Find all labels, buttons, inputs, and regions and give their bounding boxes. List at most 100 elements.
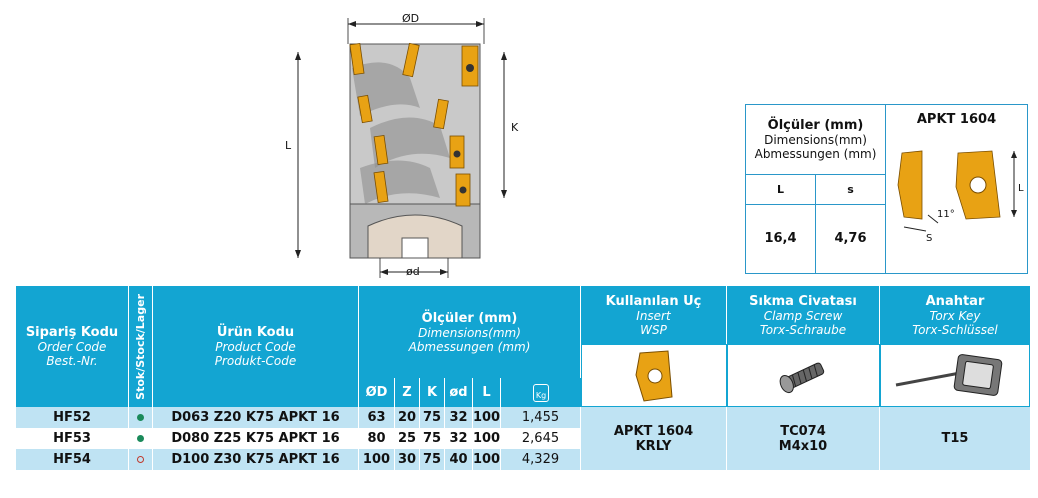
table-cell-product: D100 Z30 K75 APKT 16	[153, 449, 359, 470]
od-label: ØD	[402, 12, 420, 25]
table-cell-order: HF53	[16, 428, 129, 449]
dims-val-s: 4,76	[816, 205, 886, 273]
table-cell-L: 100	[473, 449, 501, 470]
table-cell-L: 100	[473, 407, 501, 428]
dimensions-table: Ölçüler (mm) Dimensions(mm) Abmessungen …	[745, 104, 1028, 274]
screw-value-1: TC074	[780, 423, 826, 439]
col-l: L	[473, 378, 501, 407]
cell-L: 100	[472, 410, 501, 425]
screw-hdr-tr: Sıkma Civatası	[749, 293, 857, 309]
header-torx-key: Anahtar Torx Key Torx-Schlüssel	[880, 286, 1030, 344]
order-code-tr: Sipariş Kodu	[25, 325, 119, 340]
col-od: ØD	[359, 378, 395, 407]
screw-icon	[779, 362, 824, 393]
table-cell-kg: 4,329	[501, 449, 581, 470]
col-weight: Kg	[501, 378, 581, 407]
insert-angle-label: 11°	[937, 209, 955, 220]
table-cell-stock	[129, 407, 153, 428]
key-hdr-tr: Anahtar	[925, 293, 985, 309]
cutter-drawing	[280, 8, 530, 283]
table-cell-order: HF54	[16, 449, 129, 470]
table-cell-Z: 30	[395, 449, 420, 470]
dims-title-de: Abmessungen (mm)	[754, 147, 877, 161]
header-stock: Stok/Stock/Lager	[129, 286, 153, 407]
stock-available-icon	[137, 435, 144, 442]
table-cell-D: 80	[359, 428, 395, 449]
stock-available-icon	[137, 414, 144, 421]
screw-image	[727, 344, 880, 407]
key-image	[880, 344, 1030, 407]
table-cell-product: D063 Z20 K75 APKT 16	[153, 407, 359, 428]
table-cell-product: D080 Z25 K75 APKT 16	[153, 428, 359, 449]
table-cell-D: 63	[359, 407, 395, 428]
screw-hdr-de: Torx-Schraube	[759, 322, 847, 337]
header-clamp-screw: Sıkma Civatası Clamp Screw Torx-Schraube	[727, 286, 880, 344]
insert-value: APKT 1604 KRLY	[581, 407, 727, 470]
table-cell-L: 100	[473, 428, 501, 449]
table-cell-kg: 2,645	[501, 428, 581, 449]
header-order-code: Sipariş Kodu Order Code Best.-Nr.	[16, 286, 129, 407]
table-cell-stock	[129, 449, 153, 470]
table-cell-K: 75	[420, 407, 445, 428]
cell-order: HF52	[53, 410, 91, 425]
screw-value: TC074 M4x10	[727, 407, 880, 470]
screw-value-2: M4x10	[778, 438, 828, 454]
cell-d: 40	[449, 452, 468, 467]
dims-col-l: L	[746, 175, 816, 205]
cell-D: 100	[362, 452, 391, 467]
k-label: K	[511, 121, 519, 134]
screw-hdr-en: Clamp Screw	[763, 308, 843, 323]
cell-kg: 2,645	[521, 431, 560, 446]
cell-d: 32	[449, 410, 468, 425]
insert-s-label: S	[926, 233, 933, 244]
table-cell-K: 75	[420, 449, 445, 470]
cell-kg: 4,329	[521, 452, 560, 467]
col-k: K	[420, 378, 445, 407]
product-code-tr: Ürün Kodu	[216, 325, 295, 340]
product-table: Sipariş Kodu Order Code Best.-Nr. Stok/S…	[16, 286, 1030, 491]
dimensions-de: Abmessungen (mm)	[408, 339, 531, 354]
header-dimensions: Ölçüler (mm) Dimensions(mm) Abmessungen …	[359, 286, 581, 378]
table-cell-Z: 25	[395, 428, 420, 449]
order-code-en: Order Code	[37, 340, 107, 354]
cell-Z: 20	[397, 410, 417, 425]
cell-product: D063 Z20 K75 APKT 16	[171, 410, 340, 425]
dimensions-tr: Ölçüler (mm)	[421, 310, 518, 326]
cell-product: D100 Z30 K75 APKT 16	[171, 452, 340, 467]
col-d: ød	[445, 378, 473, 407]
header-product-code: Ürün Kodu Product Code Produkt-Code	[153, 286, 359, 407]
product-code-de: Produkt-Code	[214, 354, 297, 368]
insert-l-label: L	[1018, 183, 1024, 194]
cell-D: 63	[367, 410, 386, 425]
table-cell-d: 32	[445, 428, 473, 449]
cell-Z: 25	[397, 431, 417, 446]
dims-val-l: 16,4	[746, 205, 816, 273]
table-cell-d: 32	[445, 407, 473, 428]
cell-order: HF54	[53, 452, 91, 467]
cell-order: HF53	[53, 431, 91, 446]
od-small-label: ød	[406, 265, 420, 278]
insert-diagram	[892, 137, 1026, 271]
table-cell-order: HF52	[16, 407, 129, 428]
insert-value-2: KRLY	[635, 438, 672, 454]
key-value: T15	[880, 407, 1030, 470]
insert-image	[581, 344, 727, 407]
cell-kg: 1,455	[521, 410, 560, 425]
cell-K: 75	[422, 452, 442, 467]
insert-hdr-tr: Kullanılan Uç	[605, 293, 702, 309]
insert-hdr-de: WSP	[640, 322, 667, 337]
cell-K: 75	[422, 410, 442, 425]
key-hdr-en: Torx Key	[929, 308, 981, 323]
cell-K: 75	[422, 431, 442, 446]
key-value-text: T15	[941, 431, 969, 446]
stock-unavailable-icon	[137, 456, 144, 463]
table-cell-d: 40	[445, 449, 473, 470]
cell-product: D080 Z25 K75 APKT 16	[171, 431, 340, 446]
cell-L: 100	[472, 431, 501, 446]
torx-key-icon	[895, 353, 1003, 396]
order-code-de: Best.-Nr.	[46, 354, 98, 368]
header-insert: Kullanılan Uç Insert WSP	[581, 286, 727, 344]
stock-label: Stok/Stock/Lager	[134, 293, 147, 400]
cell-Z: 30	[397, 452, 417, 467]
dimensions-en: Dimensions(mm)	[418, 325, 521, 340]
